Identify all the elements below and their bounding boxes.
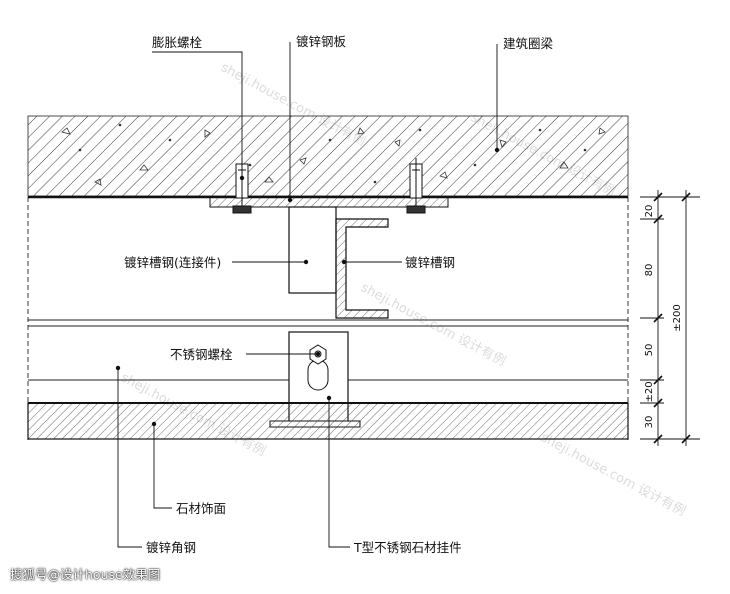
label-stone-facing: 石材饰面 bbox=[176, 501, 226, 516]
galvanized-channel bbox=[335, 218, 389, 319]
leader-dots bbox=[115, 147, 500, 427]
label-connector-channel: 镀锌槽钢(连接件) bbox=[124, 255, 221, 270]
dim-30: 30 bbox=[644, 416, 655, 429]
connector-channel bbox=[288, 206, 337, 294]
label-expansion-bolt: 膨胀螺栓 bbox=[152, 35, 203, 50]
dimension-chain bbox=[640, 190, 700, 446]
svg-text:sheji.house.com 设计有例: sheji.house.com 设计有例 bbox=[538, 430, 688, 519]
footer-watermark: 搜狐号@设计house效果图 bbox=[10, 567, 161, 582]
label-galvanized-plate: 镀锌钢板 bbox=[296, 34, 347, 49]
frame-lines bbox=[27, 197, 629, 440]
dim-pm20: ±20 bbox=[644, 381, 655, 402]
svg-text:sheji.house.com 设计有例: sheji.house.com 设计有例 bbox=[358, 280, 508, 369]
dim-20: 20 bbox=[644, 205, 655, 218]
leader-lines bbox=[117, 42, 498, 548]
label-t-hanger: T型不锈钢石材挂件 bbox=[353, 540, 462, 555]
ring-beam bbox=[27, 115, 629, 197]
label-ss-bolt: 不锈钢螺栓 bbox=[170, 347, 233, 362]
dim-80: 80 bbox=[644, 264, 655, 277]
dim-total: ±200 bbox=[672, 304, 683, 331]
label-angle-steel: 镀锌角钢 bbox=[146, 540, 196, 555]
label-ring-beam: 建筑圈梁 bbox=[503, 36, 554, 51]
expansion-bolt-right bbox=[406, 158, 426, 214]
label-galvanized-channel: 镀锌槽钢 bbox=[405, 255, 455, 270]
dim-50: 50 bbox=[644, 344, 655, 357]
